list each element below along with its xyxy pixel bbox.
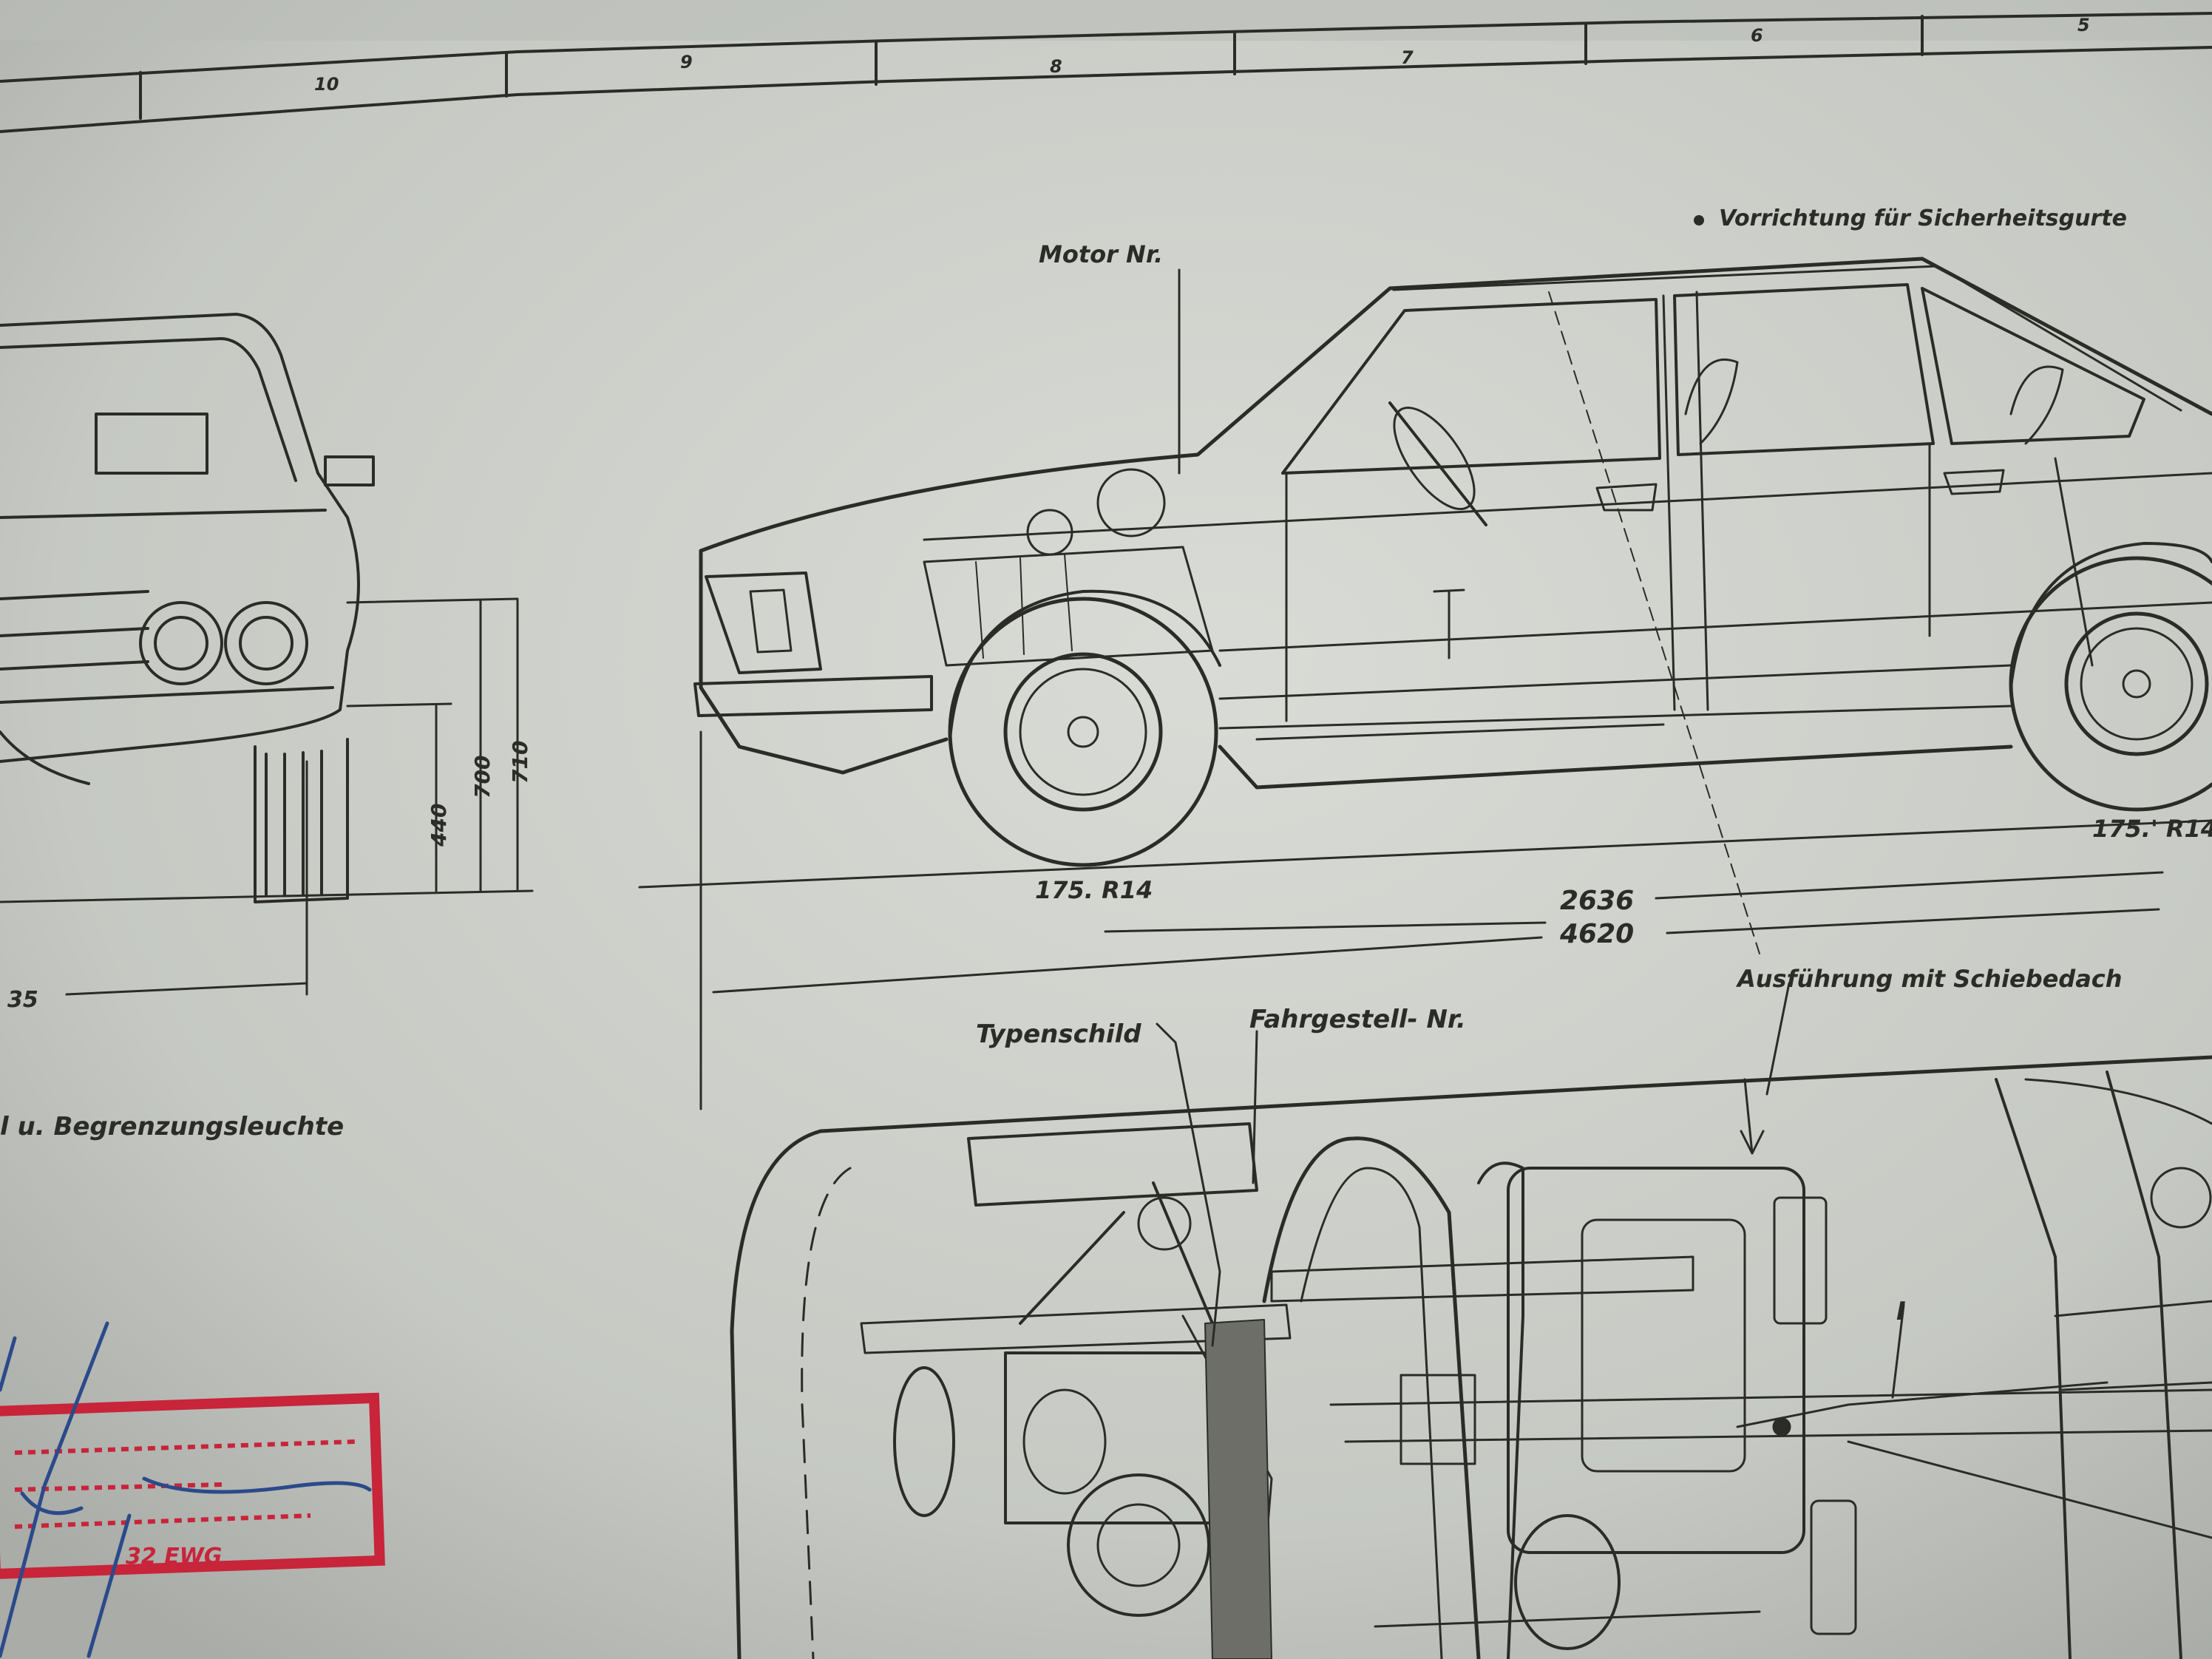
- typenschild-label: Typenschild: [976, 1020, 1141, 1049]
- red-stamp: 32 EWG: [0, 1392, 385, 1580]
- stamp-signature: 32 EWG: [126, 1544, 222, 1570]
- roman-numeral-i: I: [1896, 1297, 1906, 1326]
- schiebedach-label: Ausführung mit Schiebedach: [1735, 965, 2123, 993]
- tire-rear: 175.' R14: [2092, 815, 2212, 843]
- fahrgestell-label: Fahrgestell- Nr.: [1249, 1005, 1466, 1034]
- grid-number-8: 8: [1050, 56, 1062, 77]
- grid-number-9: 9: [680, 52, 693, 72]
- grid-number-6: 6: [1751, 25, 1763, 46]
- grid-numbers: 10 9 8 7 6 5: [314, 15, 2090, 95]
- car-front-view: [0, 313, 375, 903]
- dim-710: 710: [508, 741, 532, 784]
- motor-nr-label: Motor Nr.: [1039, 240, 1163, 268]
- leader-lines: [1156, 982, 1905, 1399]
- dim-440: 440: [427, 804, 451, 847]
- dim-700: 700: [470, 756, 495, 798]
- grid-frame: [0, 12, 2212, 133]
- tire-front: 175. R14: [1035, 876, 1153, 904]
- bullet-dot: [1694, 215, 1704, 225]
- begrenzungsleuchte-label: l u. Begrenzungsleuchte: [0, 1112, 344, 1141]
- pen-signature: [0, 1321, 372, 1658]
- grid-number-7: 7: [1401, 47, 1414, 68]
- car-side-view: [693, 257, 2212, 954]
- grid-number-5: 5: [2077, 15, 2090, 35]
- dim-2636: 2636: [1560, 886, 1634, 916]
- front-dimensions: [0, 597, 534, 996]
- side-dimensions: [638, 268, 2212, 1110]
- car-plan-view: [730, 1055, 2212, 1659]
- dim-35: 35: [7, 987, 38, 1013]
- grid-number-10: 10: [314, 74, 339, 95]
- dim-4620: 4620: [1559, 919, 1634, 949]
- sicherheitsgurte-label: Vorrichtung für Sicherheitsgurte: [1719, 206, 2127, 231]
